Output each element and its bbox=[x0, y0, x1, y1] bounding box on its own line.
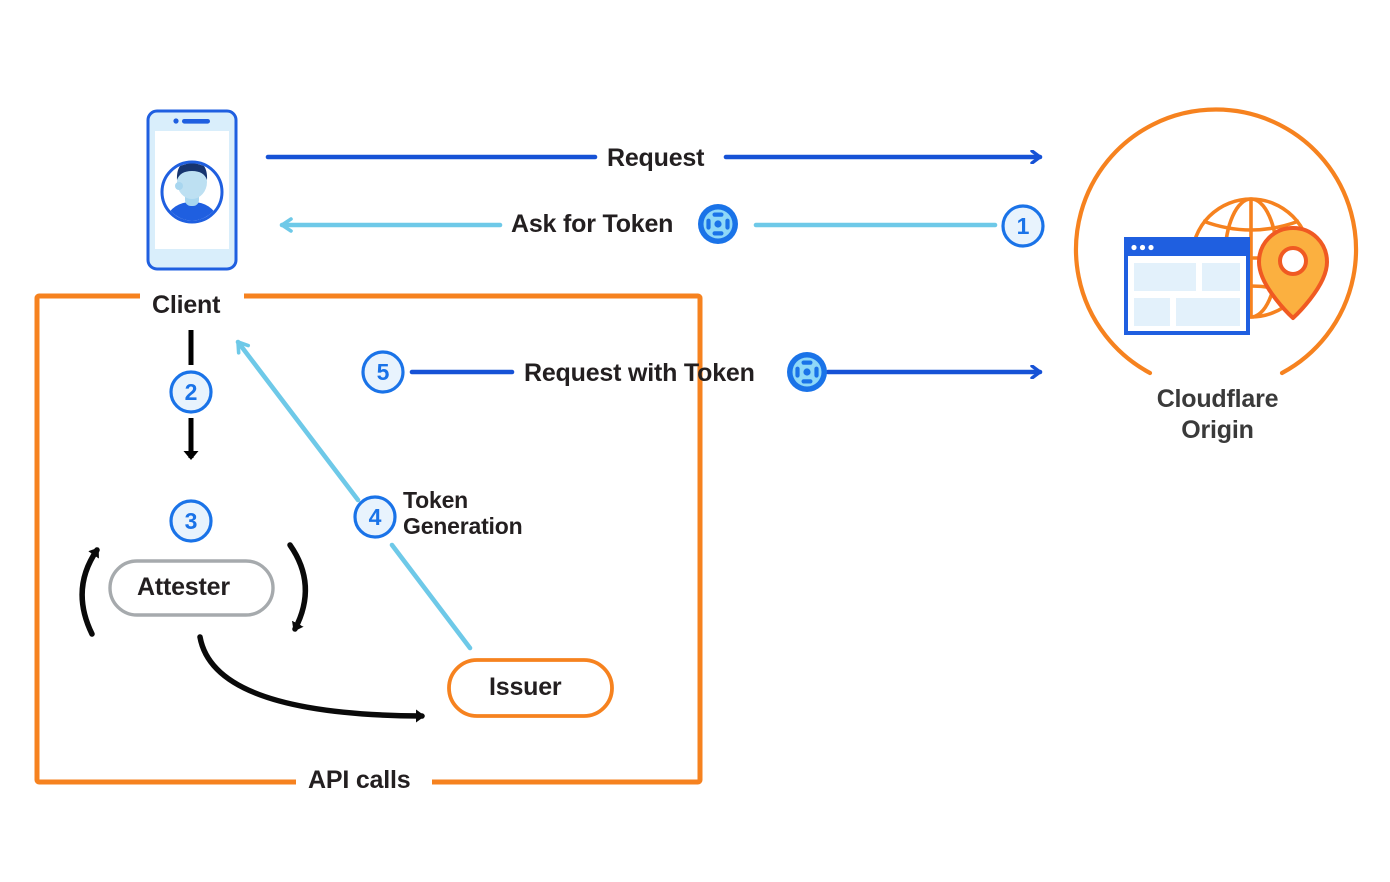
client-device-icon bbox=[146, 109, 238, 271]
arrow-attester-loop-right bbox=[287, 542, 308, 632]
attester-node[interactable] bbox=[108, 559, 275, 617]
flow-label-ask-for-token: Ask for Token bbox=[511, 210, 674, 238]
svg-text:4: 4 bbox=[369, 504, 382, 530]
arrow-attester-to-issuer bbox=[197, 634, 425, 723]
container-label-client: Client bbox=[152, 291, 221, 319]
step-badge-1: 1 bbox=[1001, 204, 1045, 248]
step-badge-5: 5 bbox=[361, 350, 405, 394]
step-badge-2: 2 bbox=[169, 370, 213, 414]
cloudflare-origin-icon bbox=[1073, 107, 1359, 376]
flow-label-token-generation: Token Generation bbox=[403, 487, 523, 539]
location-pin-icon bbox=[1257, 226, 1329, 320]
step-badge-4: 4 bbox=[353, 495, 397, 539]
client-label-knockout bbox=[140, 286, 244, 320]
container-label-api-calls: API calls bbox=[308, 766, 411, 794]
token-icon-ask bbox=[698, 204, 738, 244]
flow-label-request-with-token: Request with Token bbox=[524, 359, 755, 387]
step-badge-3: 3 bbox=[169, 499, 213, 543]
issuer-node[interactable] bbox=[447, 658, 614, 718]
arrow-attester-loop-left bbox=[79, 547, 100, 637]
arrow-token-generation bbox=[235, 339, 473, 651]
avatar-icon bbox=[160, 160, 224, 224]
api-calls-label-knockout bbox=[296, 762, 432, 796]
attester-node-label: Attester bbox=[137, 573, 230, 601]
issuer-node-label: Issuer bbox=[489, 673, 562, 701]
cloudflare-origin-label: Cloudflare Origin bbox=[1156, 385, 1279, 444]
svg-text:1: 1 bbox=[1017, 213, 1030, 239]
svg-text:5: 5 bbox=[377, 359, 390, 385]
browser-window-icon bbox=[1124, 237, 1250, 335]
flow-label-request: Request bbox=[607, 144, 705, 172]
svg-text:3: 3 bbox=[185, 508, 198, 534]
svg-text:2: 2 bbox=[185, 379, 198, 405]
token-icon-request bbox=[787, 352, 827, 392]
